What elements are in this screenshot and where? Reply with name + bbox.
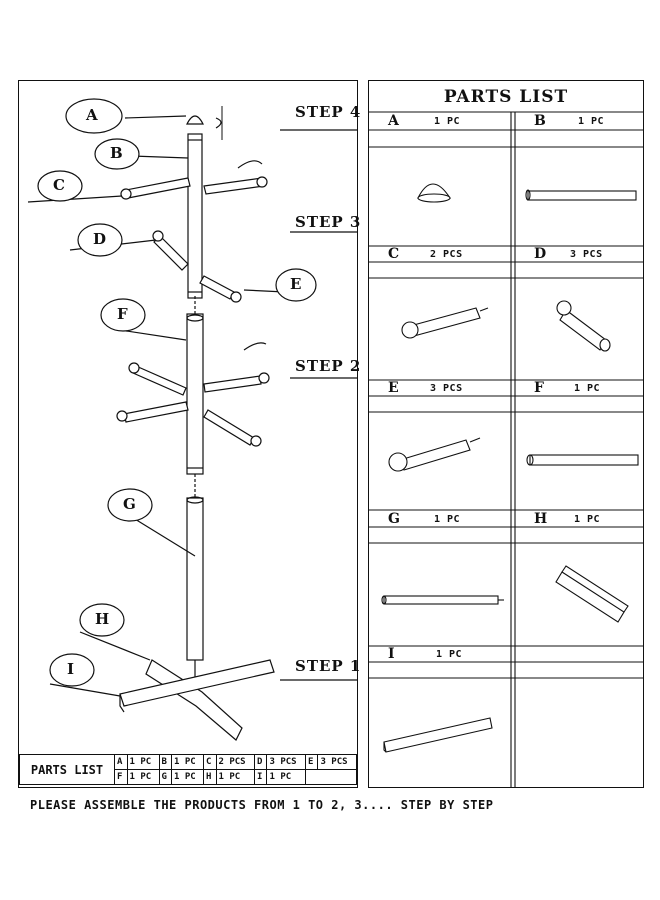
callout-e-shape	[275, 268, 317, 302]
lp-i-qty: 1 PC	[266, 769, 306, 785]
part-d-sketch	[559, 309, 607, 351]
callout-f: F	[117, 305, 128, 323]
parts-list-title: PARTS LIST	[443, 87, 569, 107]
rp-g-qty: 1 PC	[434, 514, 461, 525]
step-3-label: STEP 3	[295, 213, 362, 231]
lp-h-qty: 1 PC	[215, 769, 255, 785]
part-i-sketch	[383, 717, 493, 753]
part-i-base	[119, 659, 275, 707]
part-e-sketch	[399, 439, 471, 471]
callout-c: C	[53, 176, 65, 194]
callout-i-shape	[49, 653, 95, 687]
rp-c-part: C	[388, 246, 400, 262]
rp-h-part: H	[534, 511, 548, 527]
callout-f-shape	[100, 298, 146, 332]
rp-f-qty: 1 PC	[574, 383, 601, 394]
rp-c-qty: 2 PCS	[430, 249, 463, 260]
callout-b-shape	[94, 138, 140, 170]
part-c-sketch	[409, 307, 481, 337]
left-parts-list-title: PARTS LIST	[19, 754, 115, 785]
parts-list-panel	[368, 80, 644, 788]
callout-i: I	[67, 660, 75, 678]
rp-i-qty: 1 PC	[436, 649, 463, 660]
lp-empty-cell	[304, 769, 358, 785]
left-parts-list: PARTS LIST A 1 PC B 1 PC C 2 PCS D 3 PCS…	[19, 754, 358, 785]
callout-g: G	[123, 495, 136, 513]
step-4-label: STEP 4	[295, 103, 362, 121]
rp-a-part: A	[388, 113, 399, 129]
part-b-sketch	[527, 190, 637, 201]
part-a-cap	[186, 115, 204, 125]
rp-e-part: E	[388, 380, 399, 396]
callout-b: B	[110, 144, 123, 162]
callout-d-shape	[77, 223, 123, 257]
hook-step2-d	[203, 409, 255, 446]
rp-i-part: I	[388, 646, 395, 662]
part-h-sketch	[555, 571, 625, 623]
rp-b-part: B	[534, 113, 546, 129]
callout-h-shape	[79, 603, 125, 637]
rp-a-qty: 1 PC	[434, 116, 461, 127]
callout-d: D	[93, 230, 107, 248]
callout-h: H	[95, 610, 110, 628]
part-f-sketch	[529, 454, 639, 466]
rp-g-part: G	[388, 511, 400, 527]
rp-d-part: D	[534, 246, 547, 262]
rotate-arrow-icon	[215, 117, 222, 129]
hook-e	[199, 275, 235, 300]
callout-e: E	[290, 275, 302, 293]
rp-d-qty: 3 PCS	[570, 249, 603, 260]
callout-a: A	[86, 106, 98, 124]
part-h-base	[145, 659, 243, 741]
callout-a-shape	[65, 98, 123, 134]
part-g-sketch	[383, 595, 499, 605]
rp-e-qty: 3 PCS	[430, 383, 463, 394]
lp-f-qty: 1 PC	[126, 769, 160, 785]
callout-c-shape	[37, 170, 83, 202]
hook-step2-b	[203, 375, 262, 393]
callout-g-shape	[107, 488, 153, 522]
rp-f-part: F	[534, 380, 544, 396]
assembly-panel	[18, 80, 358, 788]
rp-b-qty: 1 PC	[578, 116, 605, 127]
rp-h-qty: 1 PC	[574, 514, 601, 525]
step-1-label: STEP 1	[295, 657, 362, 675]
lp-g-qty: 1 PC	[171, 769, 204, 785]
assembly-instruction: PLEASE ASSEMBLE THE PRODUCTS FROM 1 TO 2…	[30, 798, 494, 812]
step-2-label: STEP 2	[295, 357, 362, 375]
